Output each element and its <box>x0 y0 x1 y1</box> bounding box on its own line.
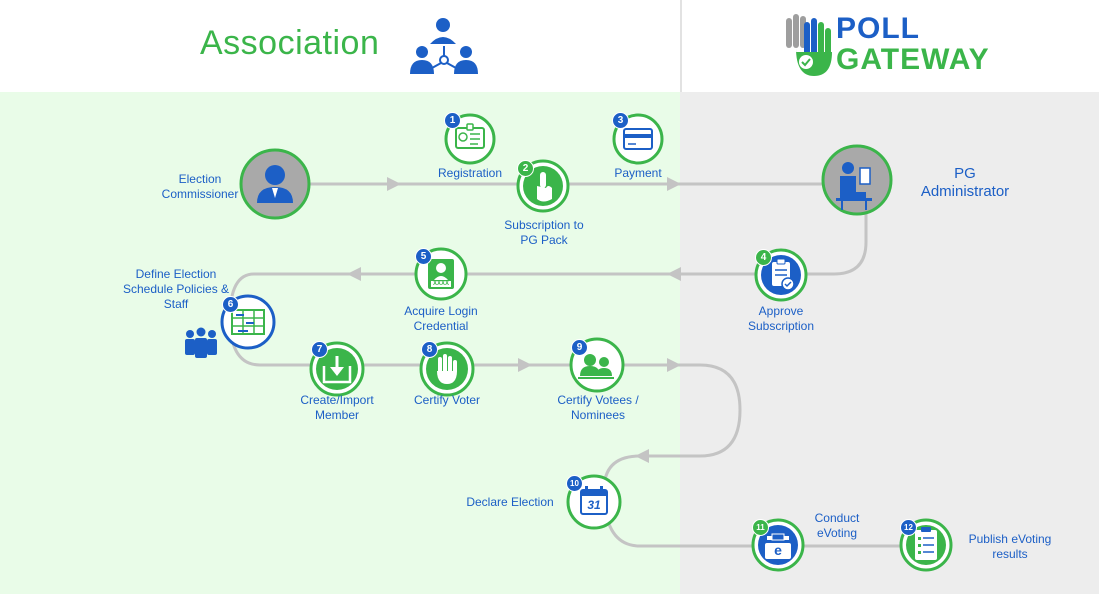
step-9-label: Certify Votees / Nominees <box>557 393 639 422</box>
election-commissioner-node <box>239 148 311 220</box>
step-4-label: Approve Subscription <box>747 304 815 333</box>
step-1-label: Registration <box>437 166 503 180</box>
step-10-node <box>566 474 622 530</box>
step-3-badge: 3 <box>612 112 629 129</box>
pg-administrator-label: PG Administrator <box>920 165 1010 200</box>
step-5-label: Acquire Login Credential <box>404 304 478 333</box>
step-11-node <box>751 518 805 572</box>
brand-poll-text: POLL <box>836 12 920 45</box>
step-11-label: Conduct eVoting <box>814 511 860 540</box>
step-8-label: Certify Voter <box>413 393 481 407</box>
step-1-node <box>444 113 496 165</box>
step-6-label: Define Election Schedule Policies & Staf… <box>122 267 230 311</box>
step-7-badge: 7 <box>311 341 328 358</box>
step-8-badge: 8 <box>421 341 438 358</box>
association-header <box>0 0 680 92</box>
step-12-node <box>899 518 953 572</box>
poll-gateway-header <box>682 0 1099 92</box>
header-divider <box>680 0 682 92</box>
step-1-badge: 1 <box>444 112 461 129</box>
pg-administrator-node <box>821 144 893 216</box>
step-12-label: Publish eVoting results <box>968 532 1052 561</box>
association-network-icon <box>410 18 478 74</box>
credential-card-code: XXXX <box>432 281 449 287</box>
step-10-badge: 10 <box>566 475 583 492</box>
step-2-label: Subscription to PG Pack <box>504 218 584 247</box>
step-12-badge: 12 <box>900 519 917 536</box>
step-3-label: Payment <box>614 166 662 180</box>
step-9-badge: 9 <box>571 339 588 356</box>
step-7-label: Create/Import Member <box>300 393 374 422</box>
step-2-badge: 2 <box>517 160 534 177</box>
step-6-badge: 6 <box>222 296 239 313</box>
ballot-letter-text: e <box>774 542 782 558</box>
step-11-badge: 11 <box>752 519 769 536</box>
step-10-label: Declare Election <box>466 495 554 509</box>
poll-gateway-logo-icon <box>786 14 832 76</box>
association-title: Association <box>200 24 380 62</box>
calendar-day-text: 31 <box>587 498 601 512</box>
step-5-badge: 5 <box>415 248 432 265</box>
brand-gateway-text: GATEWAY <box>836 43 990 76</box>
step-3-node <box>612 113 664 165</box>
election-commissioner-label: Election Commissioner <box>161 172 239 201</box>
flow-arrowheads <box>347 177 681 463</box>
step-4-badge: 4 <box>755 249 772 266</box>
staff-group-icon <box>185 327 217 358</box>
